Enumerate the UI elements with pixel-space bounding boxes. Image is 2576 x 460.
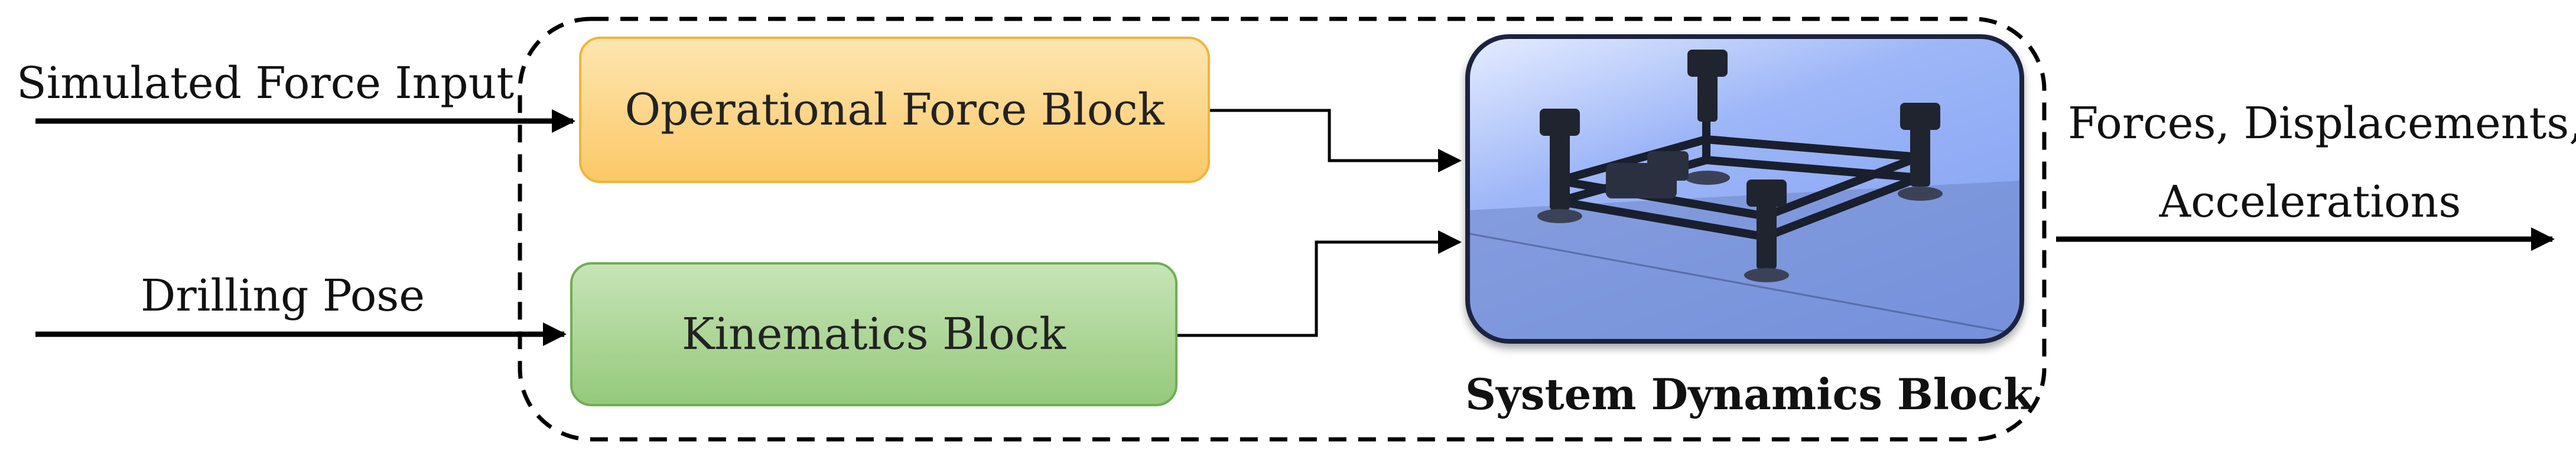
operational-force-label: Operational Force Block [625, 84, 1165, 135]
output-label-line2: Accelerations [2159, 177, 2461, 227]
kinematics-block: Kinematics Block [570, 262, 1178, 406]
operational-force-block: Operational Force Block [579, 37, 1210, 183]
kinematics-label: Kinematics Block [682, 309, 1066, 360]
system-dynamics-label: System Dynamics Block [1465, 369, 2033, 419]
connector-kinematics-to-system [1173, 230, 1462, 337]
system-boundary [518, 17, 2047, 442]
output-label-line1: Forces, Displacements, [2068, 98, 2576, 149]
input-label-pose: Drilling Pose [141, 270, 425, 321]
connector-operational-to-system [1205, 109, 1462, 172]
system-dynamics-block [1465, 34, 2024, 344]
robot-illustration [1470, 50, 2019, 339]
input-label-force: Simulated Force Input [17, 58, 515, 109]
